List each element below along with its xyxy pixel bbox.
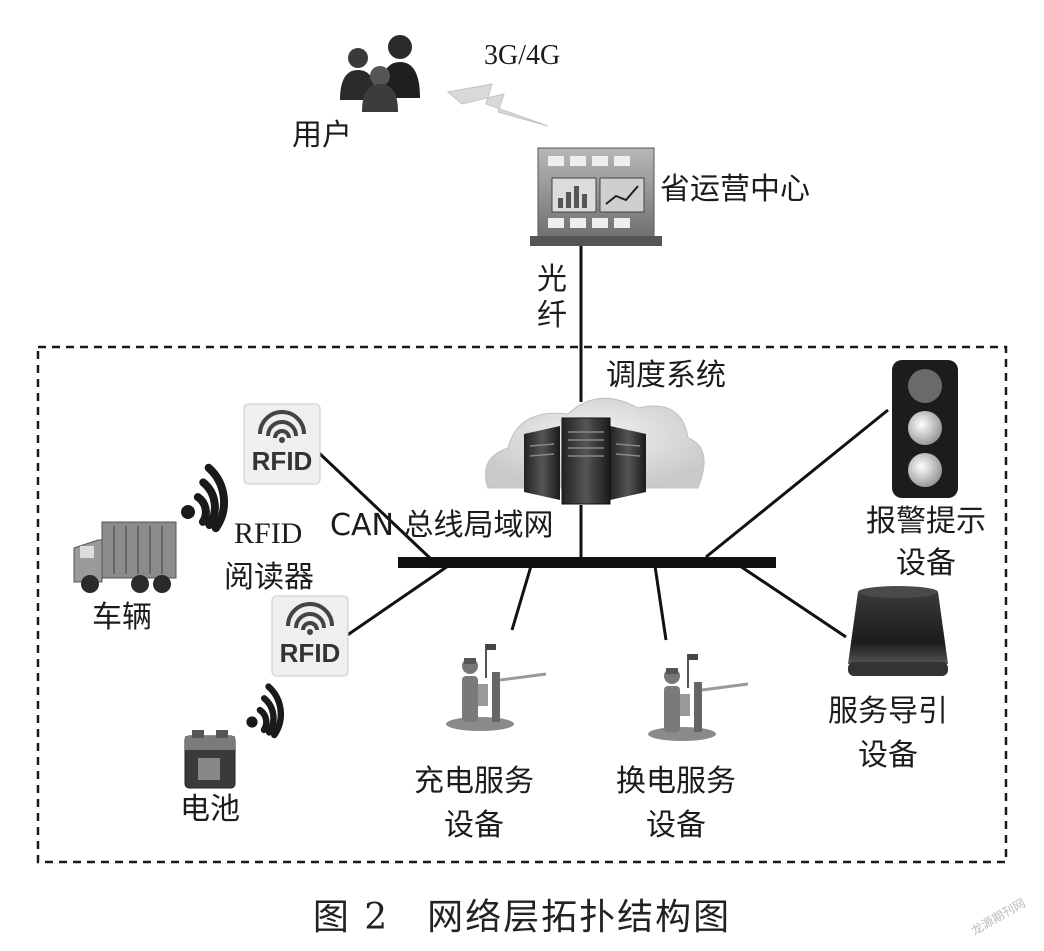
rfid1-link	[316, 450, 434, 562]
fiber-label-2: 纤	[537, 298, 567, 333]
can-bus	[398, 557, 776, 568]
charge-label-1: 充电服务	[414, 764, 534, 799]
fiber-label-1: 光	[537, 262, 567, 297]
battery-label: 电池	[180, 792, 240, 827]
lan-boundary	[36, 345, 1008, 864]
user-label: 用户	[292, 118, 352, 153]
beacon-icon	[848, 586, 948, 676]
truck-icon	[73, 521, 177, 593]
charging-station-icon	[444, 642, 548, 733]
network-3g4g-label: 3G/4G	[484, 40, 561, 71]
traffic-light-icon	[892, 360, 958, 498]
users-icon	[340, 35, 420, 112]
charge-link	[510, 565, 533, 631]
rfid-reader-label-2: 阅读器	[224, 560, 314, 595]
can-bus-label: CAN 总线局域网	[330, 508, 554, 543]
rfid-tag-icon	[270, 594, 350, 678]
lightning-icon	[446, 83, 549, 127]
rfid2-link	[345, 564, 449, 638]
rfid-tag-icon	[242, 402, 322, 486]
battery-icon	[184, 730, 236, 789]
vehicle-label: 车辆	[92, 600, 152, 635]
wifi-signal-icon	[236, 686, 293, 745]
alarm-label-1: 报警提示	[866, 504, 986, 539]
connection-lines	[316, 244, 889, 641]
building-icon	[530, 147, 662, 246]
charging-station-icon	[646, 652, 750, 743]
figure-caption: 图 2 网络层拓扑结构图	[312, 897, 732, 938]
alarm-label-2: 设备	[896, 546, 956, 581]
swap-link	[653, 565, 668, 641]
guide-label-2: 设备	[858, 738, 918, 773]
swap-label-2: 设备	[646, 808, 706, 843]
rfid-reader-label-1: RFID	[234, 517, 303, 550]
swap-label-1: 换电服务	[616, 764, 736, 799]
guide-link	[739, 564, 847, 639]
center-label: 省运营中心	[660, 172, 810, 207]
charge-label-2: 设备	[444, 808, 504, 843]
alarm-link	[705, 408, 889, 559]
guide-label-1: 服务导引	[828, 694, 948, 729]
wifi-signal-icon	[168, 467, 239, 540]
dispatch-label: 调度系统	[606, 358, 726, 393]
server-cloud-icon	[485, 397, 705, 505]
